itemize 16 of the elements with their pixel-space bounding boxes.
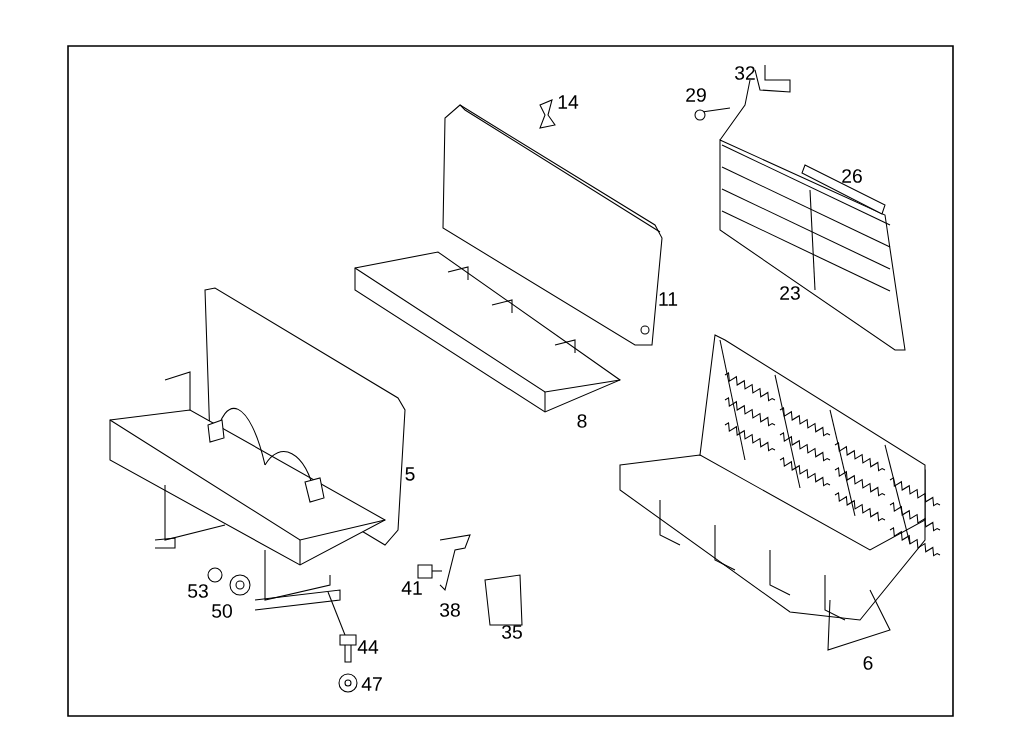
- callout-number: 14: [558, 95, 579, 109]
- callout-number: 8: [577, 414, 587, 428]
- callout-number: 26: [842, 169, 862, 183]
- callout-number: 44: [357, 640, 379, 654]
- callout-number: 53: [188, 584, 208, 598]
- callout-number: 11: [659, 292, 678, 306]
- callout-number: 23: [780, 286, 800, 300]
- callout-number: 35: [502, 625, 522, 639]
- callout-number: 32: [735, 66, 755, 80]
- callout-number: 41: [401, 581, 422, 595]
- callout-number: 6: [863, 656, 873, 670]
- callout-number: 29: [686, 88, 706, 102]
- callout-number: 47: [361, 677, 382, 691]
- callout-number: 50: [212, 604, 232, 618]
- callout-number: 5: [405, 467, 415, 481]
- callout-number: 38: [440, 603, 460, 617]
